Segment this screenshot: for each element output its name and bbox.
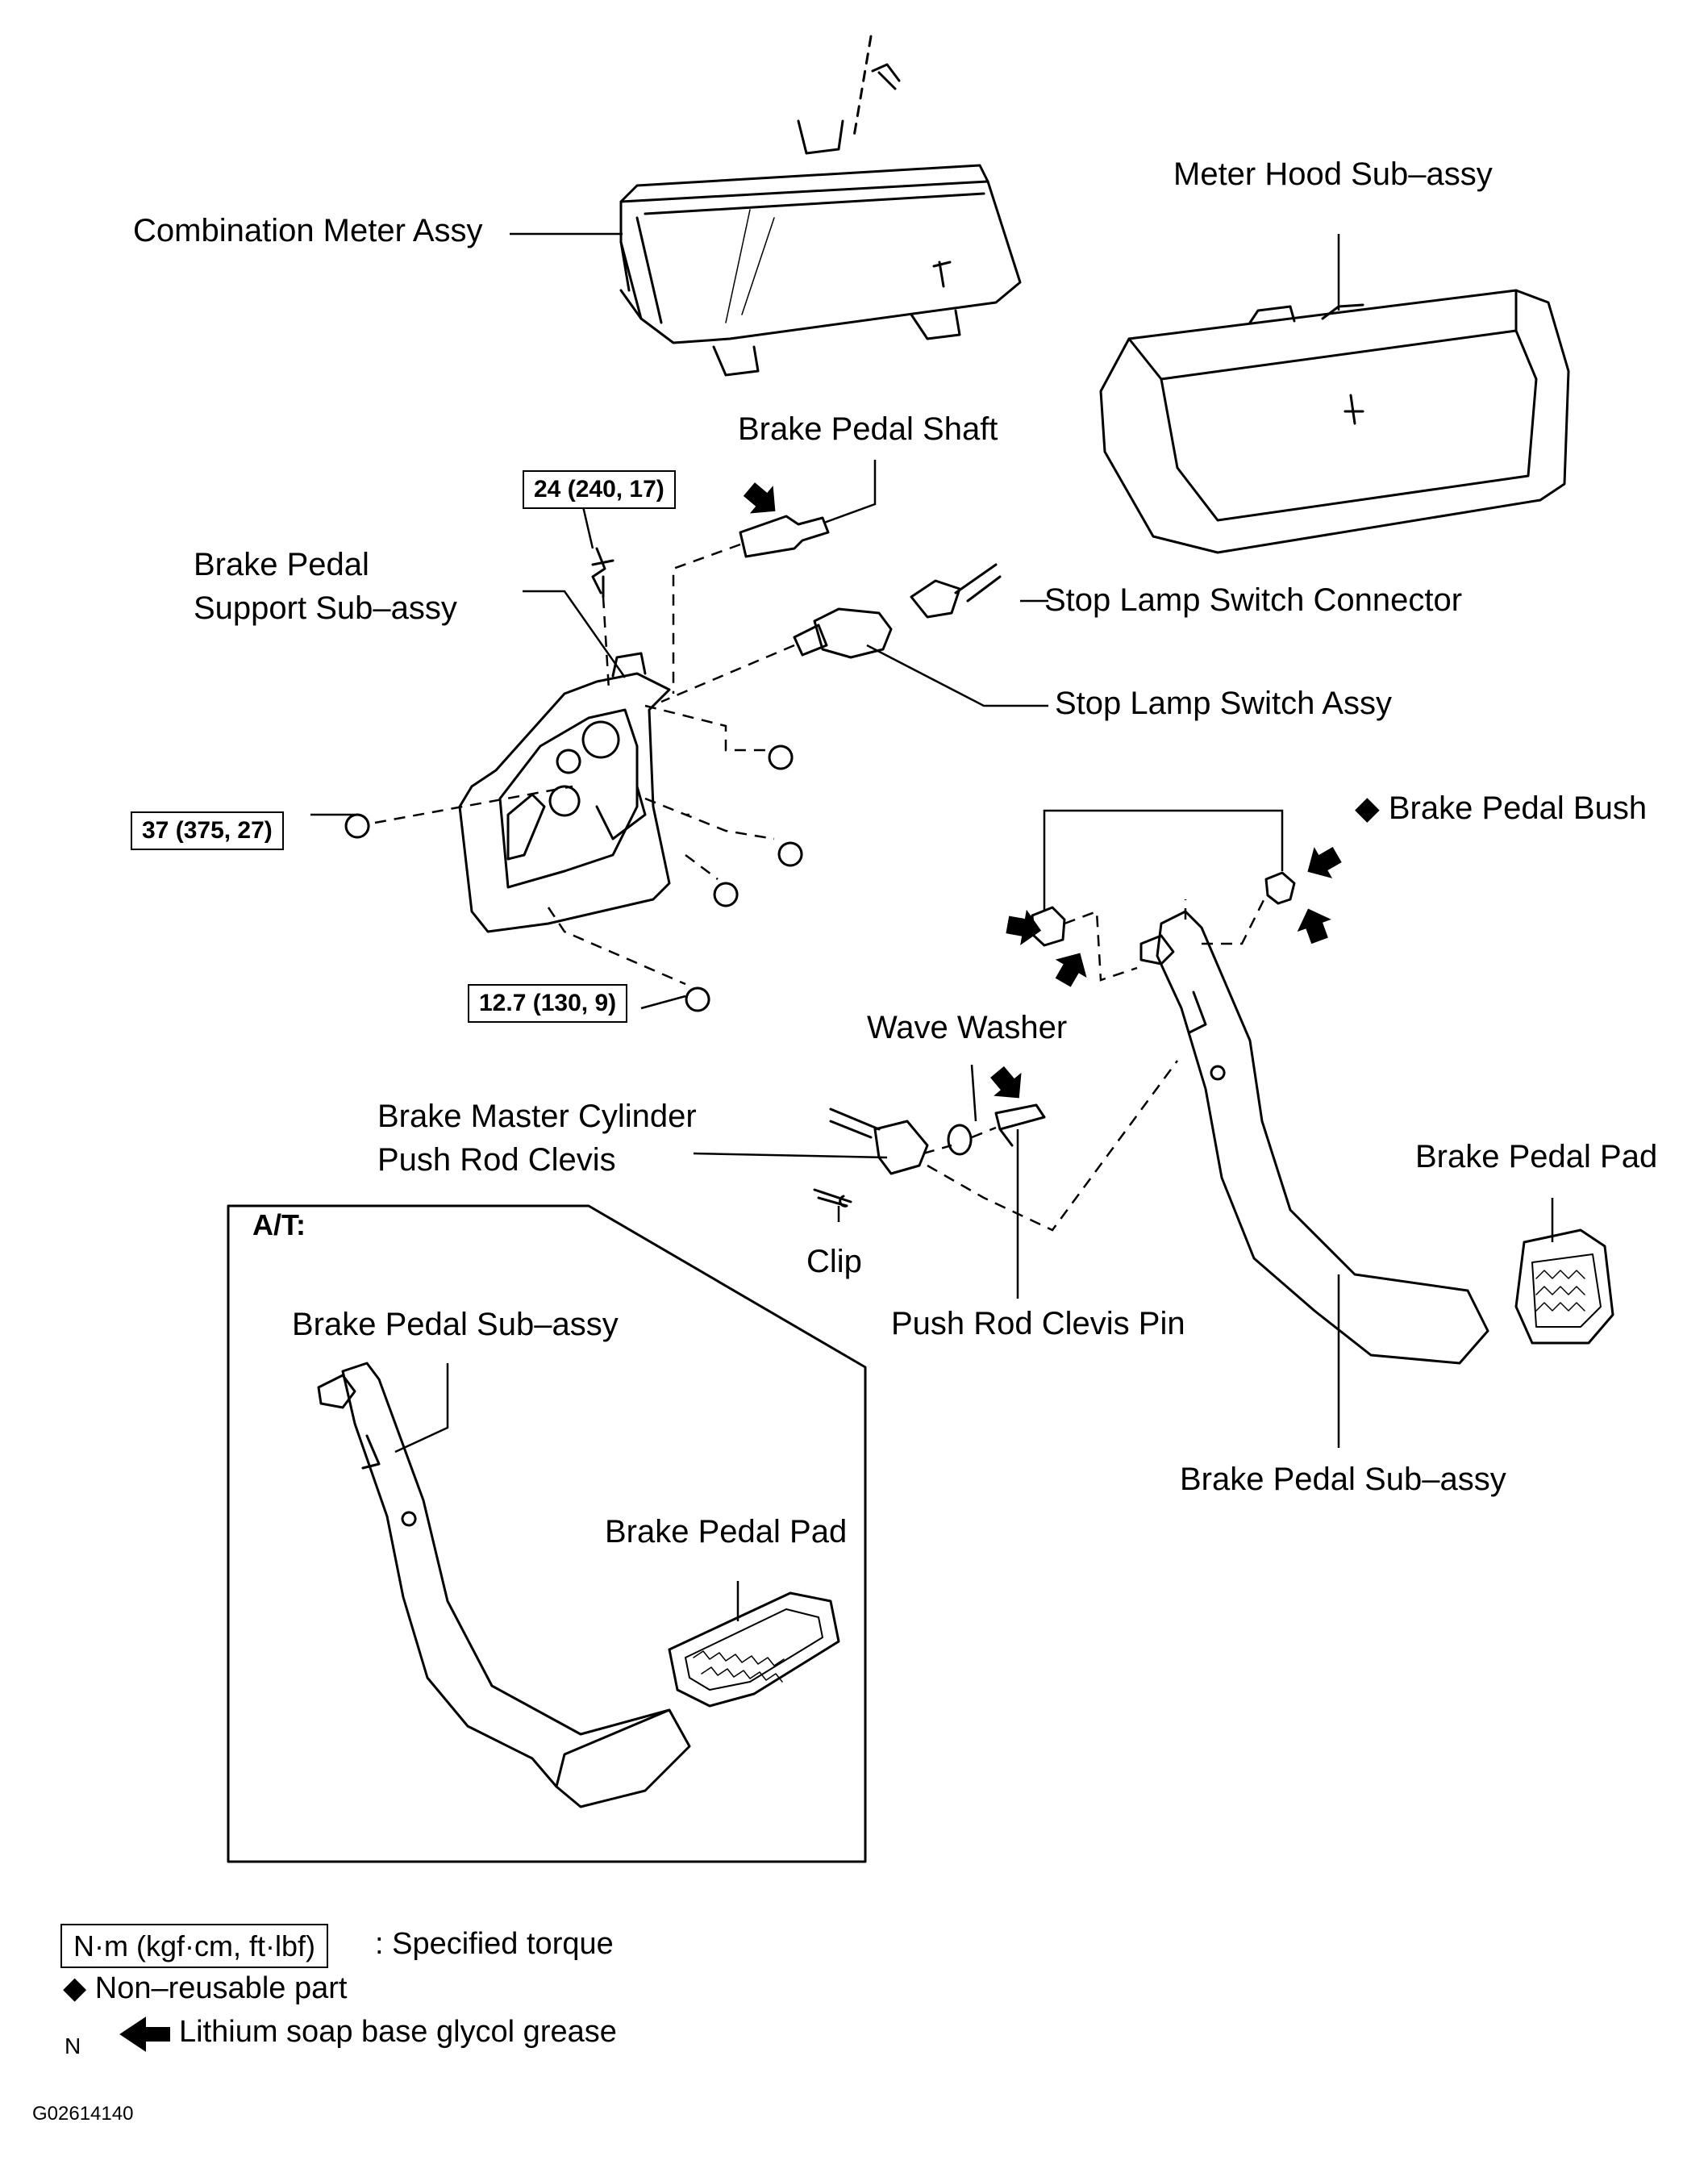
torque-box-37: 37 (375, 27) [131,811,284,850]
figure-id: G02614140 [32,2103,134,2125]
brake-pedal-support-shape [458,652,671,933]
brake-pedal-at-shape [317,1362,691,1808]
legend-north: N [65,2033,81,2058]
at-inset-frame [227,1204,867,1863]
legend-torque-box: N·m (kgf·cm, ft·lbf) [60,1924,328,1969]
label-meter-hood: Meter Hood Sub–assy [1173,156,1493,192]
label-combination-meter: Combination Meter Assy [133,213,483,248]
torque-box-12-7: 12.7 (130, 9) [468,984,628,1023]
label-brake-pedal-sub-main: Brake Pedal Sub–assy [1180,1462,1506,1497]
label-clip: Clip [806,1244,862,1279]
label-at-brake-pedal-pad: Brake Pedal Pad [605,1514,848,1549]
label-brake-pedal-pad-main: Brake Pedal Pad [1415,1139,1658,1174]
legend-grease: Lithium soap base glycol grease [179,2015,617,2049]
torque-box-24: 24 (240, 17) [523,470,676,509]
label-brake-pedal-shaft: Brake Pedal Shaft [738,411,998,447]
label-wave-washer: Wave Washer [867,1010,1068,1045]
label-push-rod-clevis-pin: Push Rod Clevis Pin [891,1306,1185,1341]
label-support-line1: Brake Pedal [194,547,369,582]
label-stop-lamp-switch: Stop Lamp Switch Assy [1055,686,1392,721]
legend-nonreusable: ◆ Non–reusable part [63,1971,348,2005]
label-at-brake-pedal-sub: Brake Pedal Sub–assy [292,1307,619,1342]
combination-meter-shape [619,35,1022,377]
label-support-line2: Support Sub–assy [194,590,457,626]
label-brake-pedal-bush: ◆ Brake Pedal Bush [1355,790,1648,826]
label-clevis-line1: Brake Master Cylinder [377,1099,697,1134]
label-at-header: A/T: [252,1208,306,1241]
brake-pedal-main-shape [1139,910,1489,1365]
label-stop-lamp-connector: Stop Lamp Switch Connector [1044,582,1463,618]
label-clevis-line2: Push Rod Clevis [377,1142,616,1178]
meter-hood-shape [1099,289,1570,554]
legend-torque-text: : Specified torque [375,1927,614,1961]
